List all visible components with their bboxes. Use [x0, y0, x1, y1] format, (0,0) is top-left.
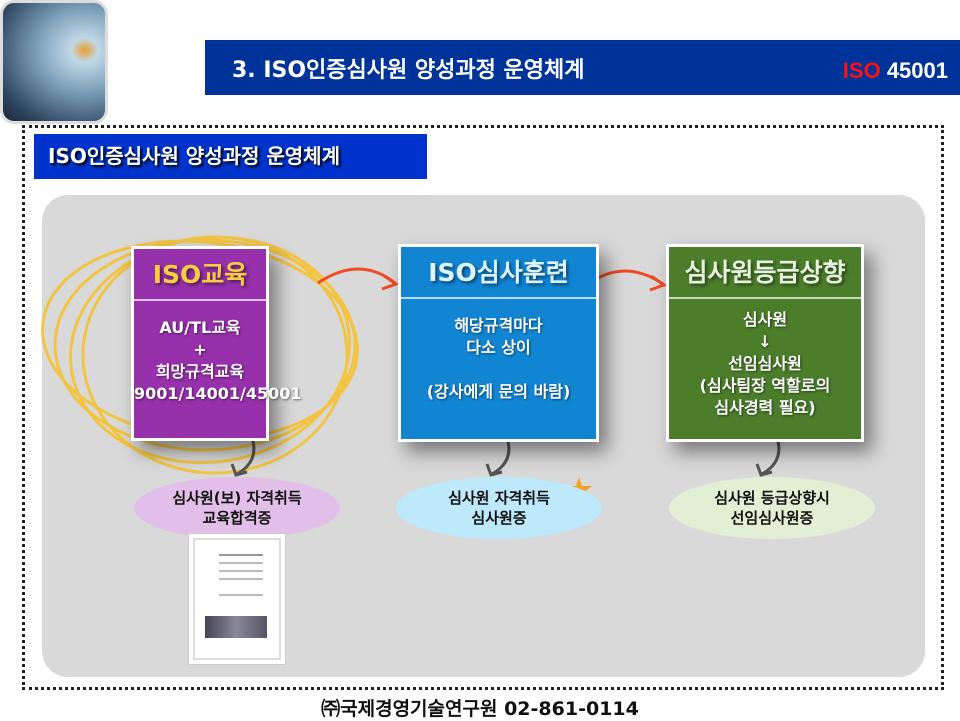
step-line: +: [193, 340, 207, 359]
step-line: 희망규격교육: [155, 362, 245, 381]
step-line: 선임심사원: [728, 354, 802, 373]
result-line: 심사원증: [471, 509, 527, 527]
header-bar: [205, 40, 960, 95]
step-iso-education: ISO교육 AU/TL교육 + 희망규격교육 9001/14001/45001: [131, 246, 302, 441]
header-photo: [0, 0, 108, 124]
result-line: 심사원 등급상향시: [714, 489, 830, 507]
iso-badge-red: ISO: [842, 58, 881, 83]
step-title: ISO교육: [134, 249, 266, 301]
result-line: 교육합격증: [202, 509, 272, 527]
page-title: 3. ISO인증심사원 양성과정 운영체계: [232, 58, 585, 83]
iso-badge-number: 45001: [886, 58, 948, 83]
step-line: 심사원: [742, 310, 788, 329]
step-line: AU/TL교육: [159, 318, 241, 337]
content-frame: [22, 125, 944, 690]
step-line: 9001/14001/45001: [134, 384, 302, 403]
section-title: ISO인증심사원 양성과정 운영체계: [34, 134, 427, 179]
step-line: (심사팀장 역할로의: [699, 376, 831, 395]
arrow-right-icon: [317, 267, 668, 292]
certificate-image: [188, 533, 286, 665]
result-line: 선임심사원증: [730, 509, 814, 527]
step-title: 심사원등급상향: [669, 247, 861, 299]
result-line: 심사원(보) 자격취득: [172, 489, 302, 507]
result-line: 심사원 자격취득: [448, 489, 550, 507]
step-line: 해당규격마다: [454, 316, 543, 335]
step-line: 다소 상이: [466, 338, 531, 357]
step-line: ↓: [758, 332, 772, 351]
step-line: [401, 359, 596, 381]
footer-contact: ㈜국제경영기술연구원 02-861-0114: [321, 698, 639, 720]
step-line: (강사에게 문의 바람): [426, 382, 571, 401]
iso-badge: ISO 45001: [843, 58, 948, 84]
step-line: 심사경력 필요): [714, 398, 816, 417]
step-title: ISO심사훈련: [401, 247, 596, 299]
